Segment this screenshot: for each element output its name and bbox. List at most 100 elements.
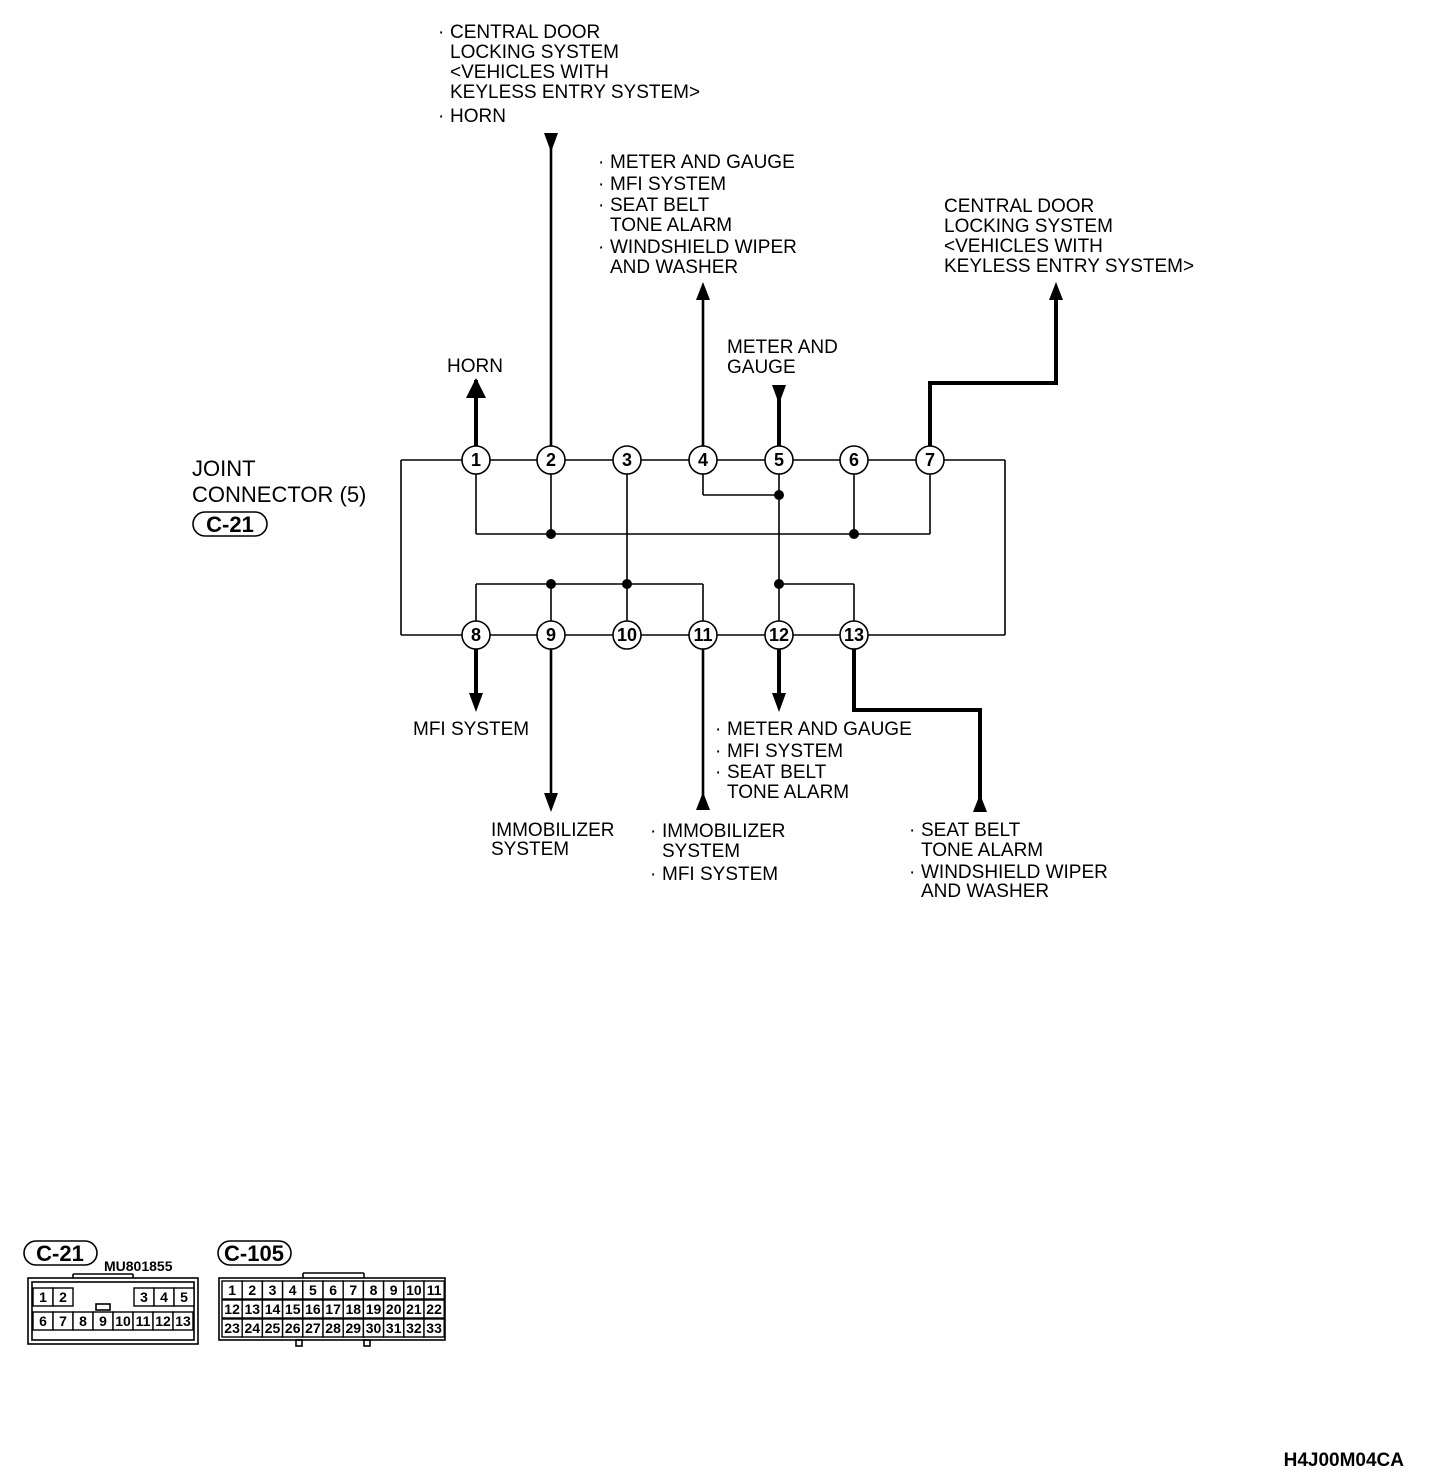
svg-text:·: · <box>598 237 604 258</box>
pin-5-label: 5 <box>774 450 784 470</box>
c105-code: C-105 <box>224 1241 284 1266</box>
c105-cavity-28-label: 28 <box>325 1320 341 1336</box>
c105-cavity-31-label: 31 <box>386 1320 402 1336</box>
pin13-src-2-line2: AND WASHER <box>921 881 1049 902</box>
pin9-dest-line1: IMMOBILIZER <box>491 820 615 841</box>
pin7-dest-line2: LOCKING SYSTEM <box>944 216 1113 237</box>
c21-cavity-8-label: 8 <box>79 1313 87 1329</box>
c105-cavity-21-label: 21 <box>406 1301 422 1317</box>
pin-1-label: 1 <box>471 450 481 470</box>
c105-cavity-4-label: 4 <box>289 1282 297 1298</box>
svg-text:·: · <box>715 719 721 740</box>
c21-cavity-2-cell <box>52 1287 74 1307</box>
c105-cavity-27-label: 27 <box>305 1320 321 1336</box>
label-pin8-mfi: MFI SYSTEM <box>413 719 529 740</box>
pin11-src-2: MFI SYSTEM <box>662 864 778 885</box>
svg-text:·: · <box>909 820 915 841</box>
svg-text:·: · <box>438 106 444 127</box>
pin5-src-line2: GAUGE <box>727 357 796 378</box>
c105-cavity-24-label: 24 <box>245 1320 261 1336</box>
c21-cavity-13-label: 13 <box>175 1313 191 1329</box>
pin2-dest-1-line2: LOCKING SYSTEM <box>450 42 619 63</box>
pin7-dest-line4: KEYLESS ENTRY SYSTEM> <box>944 256 1194 277</box>
pin-6: 6 <box>839 445 869 475</box>
pin12-dest-1: METER AND GAUGE <box>727 719 912 740</box>
c21-cavity-3-label: 3 <box>140 1289 148 1305</box>
svg-text:·: · <box>909 862 915 883</box>
pin12-dest-3-line1: SEAT BELT <box>727 762 827 783</box>
pin2-dest-1-line4: KEYLESS ENTRY SYSTEM> <box>450 82 700 103</box>
label-pin12-destinations: · METER AND GAUGE · MFI SYSTEM · SEAT BE… <box>715 719 912 803</box>
pin13-src-1-line1: SEAT BELT <box>921 820 1021 841</box>
c105-cavity-11-label: 11 <box>427 1282 442 1298</box>
c105-cavity-5-label: 5 <box>309 1282 317 1298</box>
pin4-dest-4-line2: AND WASHER <box>610 257 738 278</box>
pin5-src-line1: METER AND <box>727 337 838 358</box>
pin-7: 7 <box>915 445 945 475</box>
pin-11-label: 11 <box>693 625 712 645</box>
pin-1: 1 <box>461 445 491 475</box>
pin-4-label: 4 <box>698 450 708 470</box>
pin-row-top: 1 2 3 4 5 6 7 <box>461 445 945 475</box>
c105-cavity-20-label: 20 <box>386 1301 402 1317</box>
pin-7-label: 7 <box>925 450 935 470</box>
label-pin11-sources: · IMMOBILIZER SYSTEM · MFI SYSTEM <box>650 821 786 885</box>
c21-cavity-10-label: 10 <box>115 1313 131 1329</box>
pin4-dest-3-line1: SEAT BELT <box>610 195 710 216</box>
pin-10: 10 <box>612 620 642 650</box>
pin11-src-1-line2: SYSTEM <box>662 841 740 862</box>
pin-6-label: 6 <box>849 450 859 470</box>
pin13-src-2-line1: WINDSHIELD WIPER <box>921 862 1108 883</box>
c105-cavity-8-label: 8 <box>370 1282 378 1298</box>
svg-text:·: · <box>598 174 604 195</box>
pin-5: 5 <box>764 445 794 475</box>
c21-cavity-9-label: 9 <box>99 1313 107 1329</box>
c105-cavity-1-label: 1 <box>228 1282 236 1298</box>
c105-cavity-26-label: 26 <box>285 1320 301 1336</box>
pin-13-label: 13 <box>844 625 864 645</box>
c105-cavity-25-label: 25 <box>265 1320 281 1336</box>
svg-text:·: · <box>650 821 656 842</box>
c21-cavity-12-label: 12 <box>155 1313 171 1329</box>
c105-cavity-22-cell <box>423 1299 445 1319</box>
pin-9-label: 9 <box>546 625 556 645</box>
label-pin7-destination: CENTRAL DOOR LOCKING SYSTEM <VEHICLES WI… <box>944 196 1194 277</box>
c21-cavity-4-label: 4 <box>160 1289 168 1305</box>
pin9-dest-line2: SYSTEM <box>491 839 569 860</box>
pin-12-label: 12 <box>769 625 789 645</box>
pin2-dest-2: HORN <box>450 106 506 127</box>
pin4-dest-2: MFI SYSTEM <box>610 174 726 195</box>
pin-10-label: 10 <box>617 625 637 645</box>
pin7-dest-line3: <VEHICLES WITH <box>944 236 1103 257</box>
pin4-dest-4-line1: WINDSHIELD WIPER <box>610 237 797 258</box>
label-pin4-destinations: · METER AND GAUGE · MFI SYSTEM · SEAT BE… <box>598 152 797 278</box>
c105-cavity-33-cell <box>423 1318 445 1338</box>
svg-text:·: · <box>715 762 721 783</box>
pin-2-label: 2 <box>546 450 556 470</box>
c105-cavity-30-label: 30 <box>366 1320 382 1336</box>
c21-cavity-6-label: 6 <box>39 1313 47 1329</box>
pin-13: 13 <box>839 620 869 650</box>
pin-12: 12 <box>764 620 794 650</box>
c105-cavity-9-label: 9 <box>390 1282 398 1298</box>
pin-3: 3 <box>612 445 642 475</box>
c21-cavity-1-label: 1 <box>39 1289 47 1305</box>
pin4-dest-1: METER AND GAUGE <box>610 152 795 173</box>
label-pin1-horn: HORN <box>447 356 503 377</box>
pin-8-label: 8 <box>471 625 481 645</box>
pin4-dest-3-line2: TONE ALARM <box>610 215 732 236</box>
pin-4: 4 <box>688 445 718 475</box>
c105-cavity-2-label: 2 <box>248 1282 256 1298</box>
svg-text:·: · <box>715 741 721 762</box>
c21-part-number: MU801855 <box>104 1258 173 1274</box>
c21-cavity-5-label: 5 <box>180 1289 188 1305</box>
c21-code: C-21 <box>36 1241 84 1266</box>
svg-text:·: · <box>650 864 656 885</box>
c105-cavity-22-label: 22 <box>426 1301 442 1317</box>
c105-cavity-13-label: 13 <box>245 1301 261 1317</box>
c105-cavity-10-label: 10 <box>406 1282 422 1298</box>
pin2-dest-1-line3: <VEHICLES WITH <box>450 62 609 83</box>
pin-8: 8 <box>461 620 491 650</box>
